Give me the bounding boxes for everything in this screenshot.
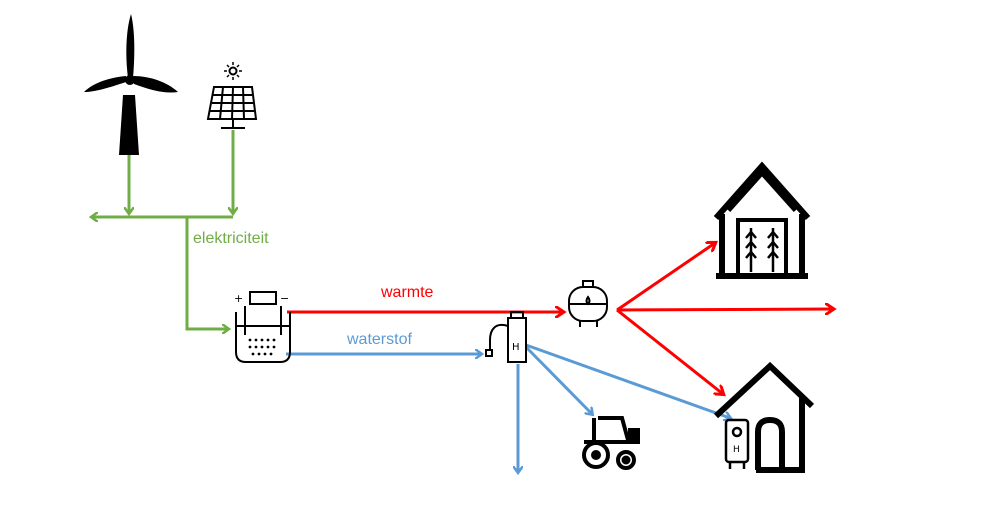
tank-to-right-arrow bbox=[616, 309, 833, 310]
hydrogen-storage-tank-icon bbox=[568, 280, 608, 327]
svg-text:−: − bbox=[280, 292, 289, 305]
electrolyzer-icon: + − bbox=[234, 291, 291, 363]
hydrogen-flow bbox=[286, 343, 730, 472]
pump-to-tractor-arrow bbox=[524, 345, 592, 414]
electricity-flow bbox=[92, 130, 233, 329]
electricity-label: elektriciteit bbox=[193, 230, 269, 247]
house-with-boiler-icon: H bbox=[713, 361, 815, 473]
tractor-icon bbox=[582, 416, 640, 470]
hydrogen-fuel-pump-icon: H bbox=[485, 311, 527, 363]
bus-to-electrolyzer-arrow bbox=[185, 217, 228, 329]
hydrogen-label: waterstof bbox=[346, 331, 412, 348]
svg-text:H: H bbox=[733, 445, 740, 455]
wind-turbine-icon bbox=[84, 14, 178, 155]
svg-text:H: H bbox=[512, 342, 520, 353]
pump-to-house-arrow bbox=[525, 343, 730, 418]
heat-label: warmte bbox=[380, 284, 434, 301]
tank-to-house-arrow bbox=[616, 308, 723, 394]
greenhouse-barn-icon bbox=[713, 161, 811, 279]
tank-to-barn-arrow bbox=[616, 243, 715, 312]
solar-panel-icon bbox=[206, 62, 258, 129]
svg-text:+: + bbox=[234, 292, 243, 305]
